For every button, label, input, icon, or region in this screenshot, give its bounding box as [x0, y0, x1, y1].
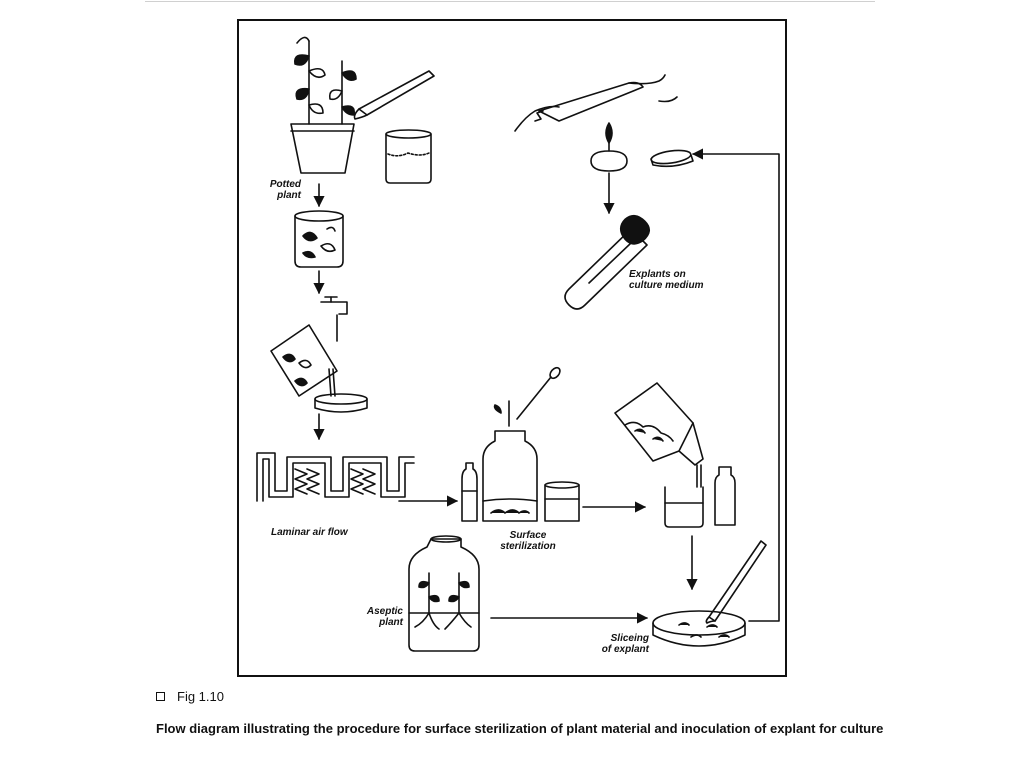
flame-sterilizing-illustration: [514, 74, 694, 172]
surface-sterilization-illustration: [461, 366, 580, 522]
flow-diagram: [256, 36, 780, 652]
figure-number-row: Fig 1.10: [156, 689, 224, 704]
jar-with-leaves-illustration: [294, 210, 344, 268]
laminar-air-flow-illustration: [256, 452, 415, 502]
figure-number: Fig 1.10: [177, 689, 224, 704]
laminar-air-flow-label: Laminar air flow: [271, 527, 348, 538]
culture-tube-illustration: [564, 215, 650, 310]
slicing-dish-illustration: [652, 540, 767, 647]
aseptic-plant-jar-illustration: [408, 535, 480, 652]
potted-plant-illustration: [290, 36, 357, 174]
petri-dish-illustration: [314, 393, 368, 413]
scalpel-illustration: [353, 70, 435, 120]
figure-caption: Flow diagram illustrating the procedure …: [156, 721, 884, 736]
top-divider: [145, 1, 875, 2]
beaker-illustration: [385, 129, 432, 184]
pouring-bottle-illustration: [614, 382, 736, 528]
caption-bullet-icon: [156, 692, 165, 701]
tap-washing-illustration: [270, 296, 348, 397]
